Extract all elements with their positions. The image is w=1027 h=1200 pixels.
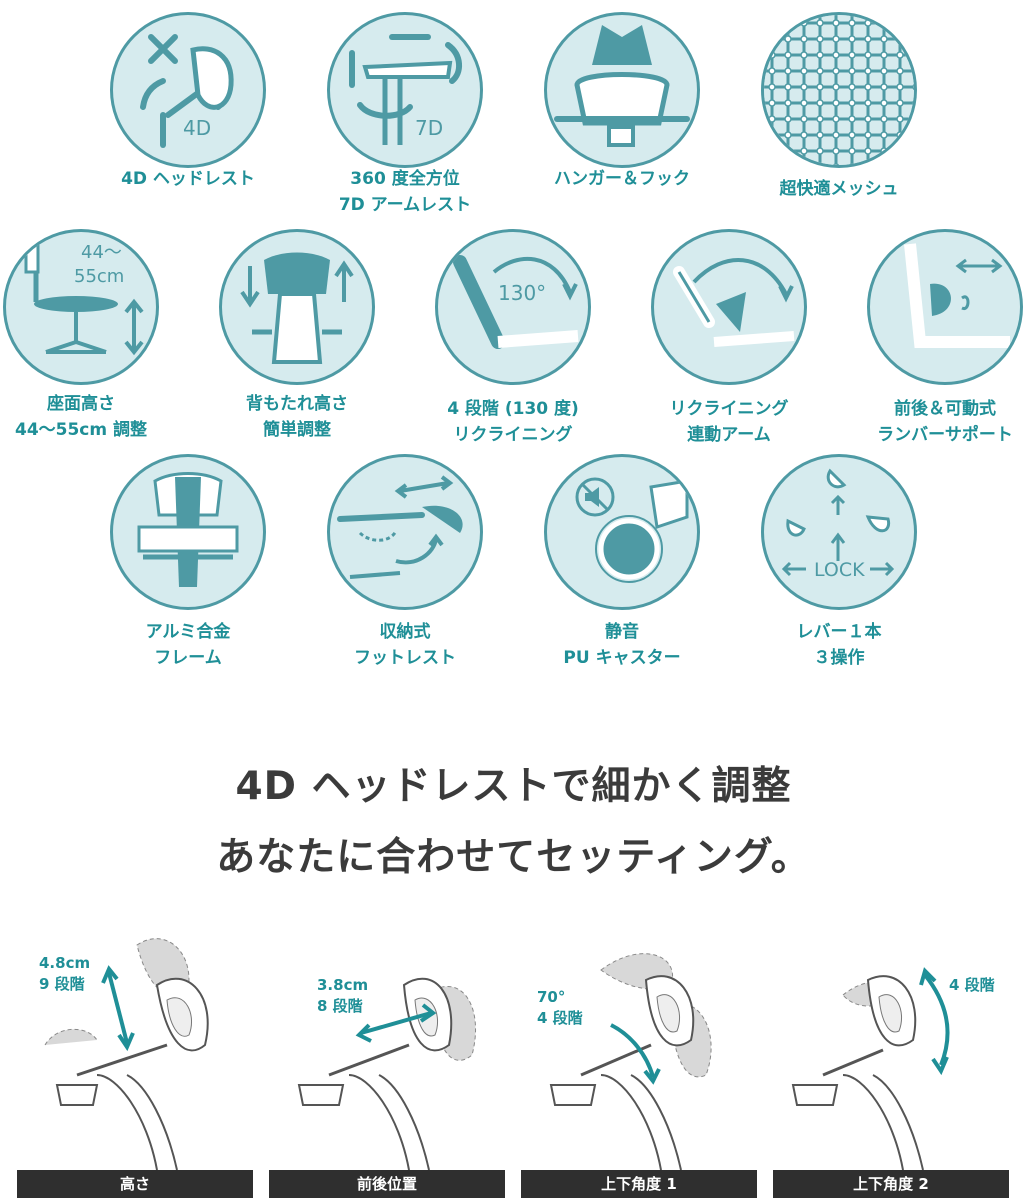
panel-note: 4 段階 — [949, 976, 995, 994]
headrest-4d-icon: 4D — [140, 34, 234, 148]
panel-note: 3.8cm 8 段階 — [317, 976, 369, 1015]
panel-note: 4.8cm 9 段階 — [39, 954, 91, 993]
feature-label: 4D ヘッドレスト — [121, 169, 255, 189]
feature-label: 前後＆可動式 ランバーサポート — [877, 399, 1013, 445]
feature-circle — [867, 229, 1023, 385]
lever-lock-icon: LOCK — [781, 468, 895, 581]
backrest-height-icon — [240, 252, 354, 364]
panel-caption: 高さ — [17, 1170, 253, 1198]
feature-label: レバー１本 ３操作 — [796, 622, 882, 668]
headline-line-2: あなたに合わせてセッティング。 — [216, 835, 811, 880]
icon-text: 7D — [415, 116, 443, 140]
feature-circle — [327, 454, 483, 610]
feature-circle: 44〜 55cm — [3, 229, 159, 385]
feature-label: アルミ合金 フレーム — [145, 622, 231, 668]
headrest-height-icon — [44, 938, 209, 1170]
feature-circle — [544, 12, 700, 168]
headrest-panel: 70° 4 段階 — [521, 925, 757, 1170]
feature-label: 超快適メッシュ — [779, 179, 899, 199]
icon-text: 44〜 — [81, 242, 122, 263]
headrest-angle-1-icon — [549, 953, 712, 1170]
feature-label: 背もたれ高さ 簡単調整 — [246, 394, 348, 440]
mesh-icon — [764, 15, 914, 165]
panel-caption: 前後位置 — [269, 1170, 505, 1198]
feature-label: 座面高さ 44〜55cm 調整 — [14, 394, 148, 440]
icon-text: LOCK — [814, 559, 865, 581]
headrest-panel: 3.8cm 8 段階 — [269, 925, 505, 1170]
headline-line-1: 4D ヘッドレストで細かく調整 — [235, 764, 792, 809]
headrest-angle-2-icon — [791, 967, 950, 1170]
feature-circle: LOCK — [761, 454, 917, 610]
feature-label: 静音 PU キャスター — [563, 622, 681, 668]
silent-caster-icon — [575, 477, 689, 583]
recline-130-icon: 130° — [453, 255, 579, 349]
icon-text: 55cm — [74, 266, 124, 287]
panel-caption: 上下角度 1 — [521, 1170, 757, 1198]
feature-label: 4 段階 (130 度) リクライニング — [447, 399, 579, 445]
panel-caption: 上下角度 2 — [773, 1170, 1009, 1198]
headrest-panel: 4.8cm 9 段階 — [17, 925, 253, 1170]
feature-label: 360 度全方位 7D アームレスト — [338, 169, 472, 215]
aluminum-frame-icon — [137, 472, 239, 587]
lumbar-support-icon — [904, 243, 1010, 348]
hanger-hook-icon — [554, 25, 690, 147]
icon-text: 4D — [183, 116, 211, 140]
feature-label: ハンガー＆フック — [554, 169, 690, 189]
headrest-panel: 4 段階 — [773, 925, 1009, 1170]
footrest-icon — [337, 475, 463, 579]
feature-label: リクライニング 連動アーム — [669, 399, 789, 445]
feature-circle — [651, 229, 807, 385]
feature-circle — [110, 454, 266, 610]
feature-label: 収納式 フットレスト — [354, 622, 456, 668]
panel-note: 70° 4 段階 — [537, 988, 583, 1027]
feature-circle — [544, 454, 700, 610]
feature-circle: 130° — [435, 229, 591, 385]
icon-text: 130° — [498, 281, 546, 305]
recline-arm-icon — [673, 258, 795, 347]
feature-circle — [761, 12, 917, 168]
feature-circle: 4D — [110, 12, 266, 168]
headrest-depth-icon — [297, 977, 477, 1170]
armrest-7d-icon: 7D — [349, 34, 462, 145]
feature-circle: 7D — [327, 12, 483, 168]
feature-circle — [219, 229, 375, 385]
seat-height-icon: 44〜 55cm — [24, 242, 144, 356]
